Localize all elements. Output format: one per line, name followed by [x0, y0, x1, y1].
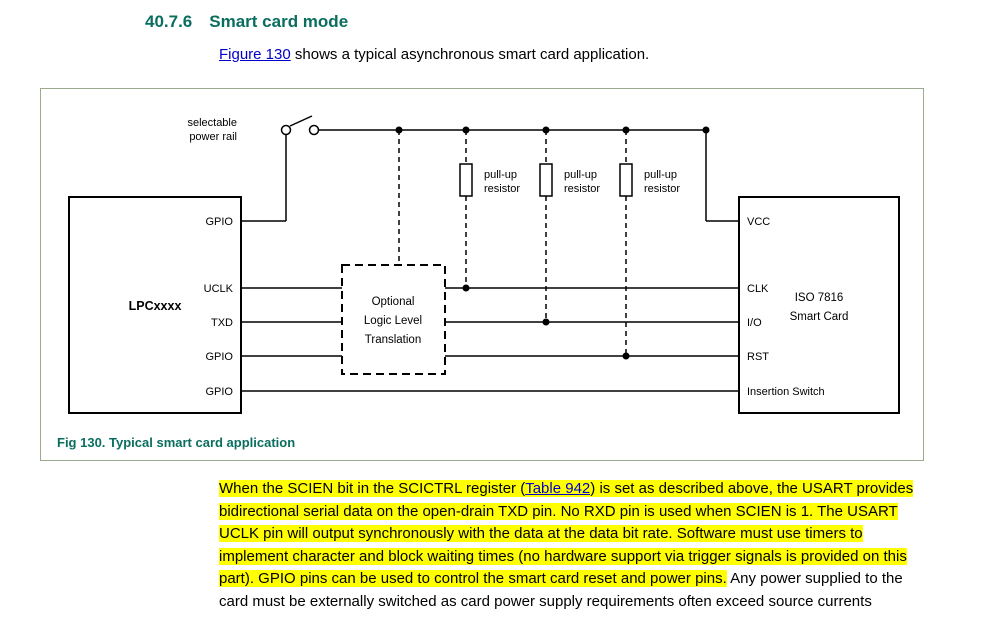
card-label-line2: Smart Card [790, 311, 849, 323]
pullup-label-1-line1: pull-up [484, 169, 517, 181]
pullup-label-3-line1: pull-up [644, 169, 677, 181]
card-pin-clk: CLK [747, 283, 769, 295]
card-pin-rst: RST [747, 351, 769, 363]
lpc-pin-gpio-insertion: GPIO [205, 386, 233, 398]
section-title: Smart card mode [209, 12, 349, 31]
card-pin-insertion-switch: Insertion Switch [747, 386, 825, 398]
highlighted-text-before-link: When the SCIEN bit in the SCICTRL regist… [219, 480, 526, 497]
pullup-label-2-line1: pull-up [564, 169, 597, 181]
pullup-label-3-line2: resistor [644, 183, 680, 195]
table-942-link[interactable]: Table 942 [525, 480, 591, 497]
figure-130-frame: selectable power rail pull-up resistor p… [40, 88, 924, 461]
translation-label-line2: Logic Level [364, 315, 422, 327]
pullup-label-1-line2: resistor [484, 183, 520, 195]
card-label-line1: ISO 7816 [795, 292, 844, 304]
body-paragraph: When the SCIEN bit in the SCICTRL regist… [219, 478, 914, 613]
pullup-resistor-1 [459, 163, 473, 197]
logic-level-translation-box [341, 264, 446, 375]
junction-dot [395, 126, 403, 134]
translation-label-line1: Optional [372, 296, 415, 308]
smart-card-box [738, 196, 900, 414]
pullup-resistor-2 [539, 163, 553, 197]
switch-lever [289, 115, 313, 127]
junction-dot [622, 352, 630, 360]
junction-dot [622, 126, 630, 134]
junction-dot [542, 318, 550, 326]
power-rail-label-line1: selectable [187, 117, 237, 129]
junction-dot [702, 126, 710, 134]
rail-to-vcc-wire [705, 130, 739, 222]
power-rail-label-line2: power rail [189, 131, 237, 143]
lpc-pin-uclk: UCLK [204, 283, 234, 295]
lpcxxxx-label: LPCxxxx [129, 299, 182, 313]
lpcxxxx-box [68, 196, 242, 414]
figure-130-link[interactable]: Figure 130 [219, 46, 291, 63]
lpc-pin-gpio-rst: GPIO [205, 351, 233, 363]
figure-caption: Fig 130. Typical smart card application [57, 435, 296, 450]
intro-text: shows a typical asynchronous smart card … [290, 46, 650, 63]
junction-dot [542, 126, 550, 134]
section-number: 40.7.6 [145, 12, 193, 31]
junction-dot [462, 126, 470, 134]
intro-paragraph: Figure 130 shows a typical asynchronous … [219, 46, 649, 63]
card-pin-vcc: VCC [747, 216, 770, 228]
switch-terminal-right [308, 124, 320, 136]
lpc-pin-gpio-power: GPIO [205, 216, 233, 228]
plain-text: Any power supplied to the card must be e… [219, 570, 903, 610]
pullup-resistor-3 [619, 163, 633, 197]
junction-dot [462, 284, 470, 292]
card-pin-io: I/O [747, 317, 762, 329]
translation-label-line3: Translation [365, 334, 421, 346]
gpio-to-switch-wire [241, 135, 287, 222]
lpc-pin-txd: TXD [211, 317, 233, 329]
smart-card-diagram: selectable power rail pull-up resistor p… [68, 115, 900, 414]
switch-terminal-left [280, 124, 292, 136]
section-heading: 40.7.6 Smart card mode [145, 12, 348, 32]
pullup-label-2-line2: resistor [564, 183, 600, 195]
